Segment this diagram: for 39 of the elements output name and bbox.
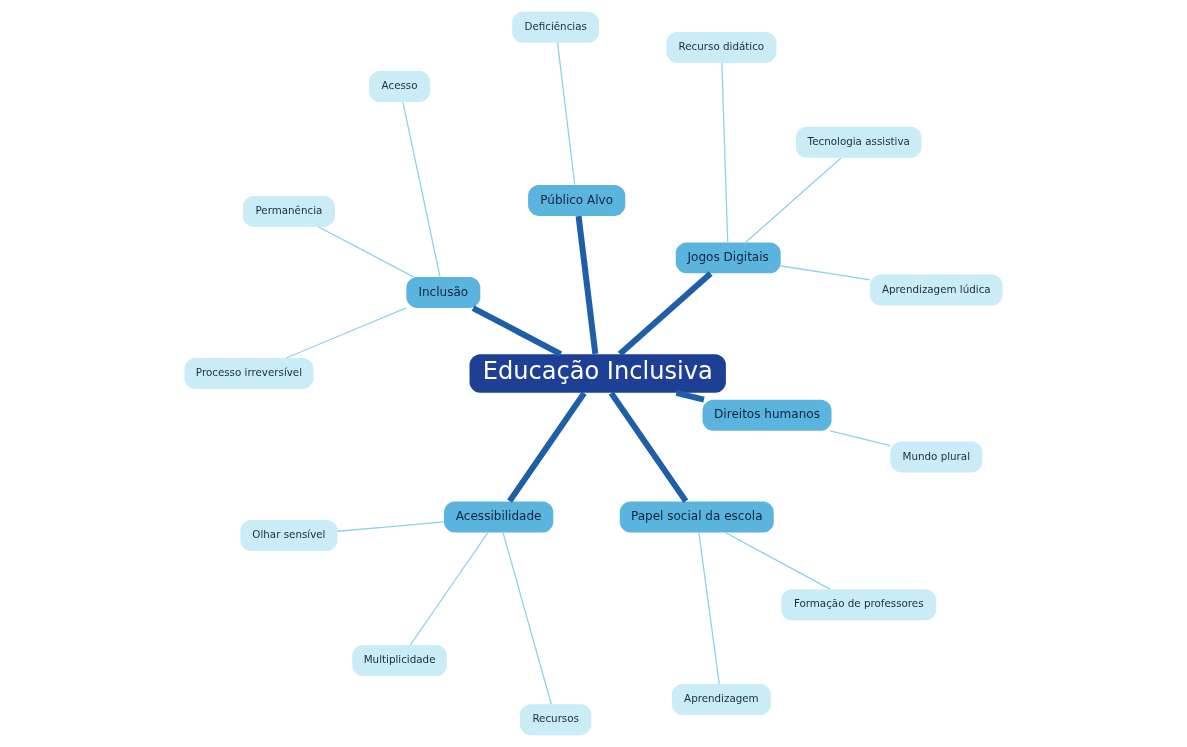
node-box: Recurso didático (666, 31, 777, 63)
node-box: Direitos humanos (702, 399, 832, 431)
connector (724, 531, 831, 590)
connector (745, 157, 842, 243)
connector (507, 391, 587, 503)
node-box: Acesso (369, 71, 431, 102)
node-box: Inclusão (406, 277, 481, 308)
node-box: Mundo plural (890, 441, 983, 473)
node-box: Recursos (519, 704, 592, 736)
connector (575, 215, 599, 355)
connector (285, 307, 407, 359)
node-box: Olhar sensível (240, 520, 338, 552)
connector (721, 62, 729, 243)
connector (698, 531, 720, 685)
node-box: Multiplicidade (352, 645, 447, 676)
connector (502, 531, 552, 705)
node-box: Tecnologia assistiva (795, 126, 922, 158)
connector (317, 226, 415, 278)
connector (402, 101, 441, 278)
connector (471, 305, 563, 357)
node-box: Papel social da escola (619, 501, 774, 533)
node-box: Formação de professores (781, 589, 937, 621)
connector (608, 391, 689, 503)
connector (829, 430, 891, 447)
connector (409, 532, 489, 646)
connector (556, 42, 576, 186)
node-box: Público Alvo (528, 184, 626, 216)
node-box: Aprendizagem (671, 684, 771, 716)
node-box: Deficiências (512, 11, 600, 43)
node-box: Acessibilidade (444, 501, 554, 533)
node-box: Educação Inclusiva (469, 354, 726, 393)
node-box: Jogos Digitais (675, 242, 781, 274)
connector (617, 271, 713, 357)
connector (337, 521, 445, 532)
node-box: Aprendizagem lúdica (870, 274, 1003, 306)
connector (780, 265, 871, 281)
connector (675, 389, 705, 403)
node-box: Processo irreversível (184, 358, 314, 389)
node-box: Permanência (242, 195, 335, 227)
